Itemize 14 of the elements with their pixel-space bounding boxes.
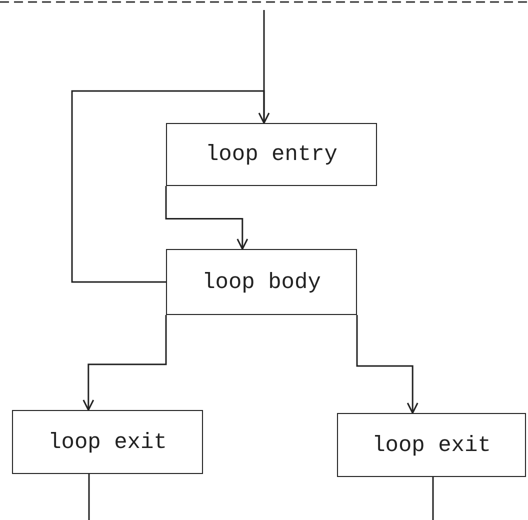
arrow	[356, 315, 418, 414]
box-label: loop entry	[205, 142, 338, 167]
arrow	[165, 186, 248, 250]
process-box	[166, 249, 357, 315]
box-label: loop body	[202, 270, 321, 294]
box-label: loop exit	[48, 430, 167, 454]
box-label: loop exit	[372, 432, 491, 458]
process-box	[337, 413, 526, 477]
connector-line	[432, 477, 434, 520]
arrow	[71, 90, 270, 283]
process-box	[12, 410, 203, 474]
connector-line	[88, 474, 90, 520]
process-box	[166, 123, 377, 186]
arrow	[82, 315, 167, 411]
